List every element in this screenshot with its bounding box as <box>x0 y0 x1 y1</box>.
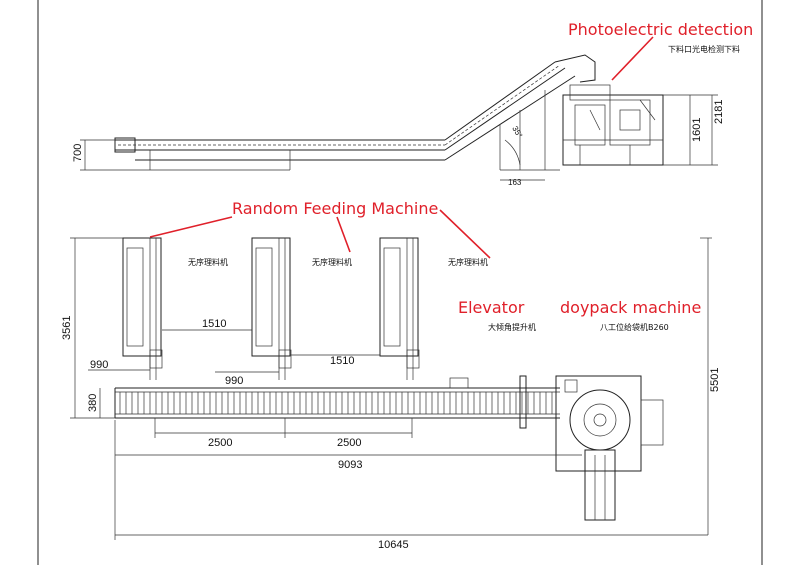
dim-incline-angle: 35° <box>510 125 524 140</box>
dim-3561: 3561 <box>61 316 73 340</box>
plan-conveyor <box>114 375 560 429</box>
annotation-lines <box>149 36 654 259</box>
inclined-elevator <box>444 54 596 171</box>
dim-9093: 9093 <box>338 459 362 471</box>
feeding-machine-1 <box>122 237 163 380</box>
feeder-cn-label-3: 无序理料机 <box>448 257 488 267</box>
feeding-machine-2 <box>251 237 292 380</box>
dim-700: 700 <box>72 144 84 162</box>
outlet-detect-cn-label: 下料口光电检测下料 <box>668 44 740 54</box>
photoelectric-leader <box>611 36 654 81</box>
horizontal-conveyor <box>114 137 445 171</box>
dim-10645: 10645 <box>378 539 409 551</box>
plan-dimensions <box>70 237 712 540</box>
feeder-cn-label-1: 无序理料机 <box>188 257 228 267</box>
feeding-machine-3 <box>379 237 420 380</box>
doypack-machine-elevation <box>562 84 664 166</box>
dim-1510-second: 1510 <box>330 355 354 367</box>
feeder-leader-1 <box>149 216 233 238</box>
doypack-label: doypack machine <box>560 298 701 317</box>
dim-990-first: 990 <box>90 359 108 371</box>
elevator-label: Elevator <box>458 298 525 317</box>
dim-1601: 1601 <box>691 118 703 142</box>
random-feeding-label: Random Feeding Machine <box>232 199 438 218</box>
photoelectric-label: Photoelectric detection <box>568 20 753 39</box>
lift-cn-label: 大倾角提升机 <box>488 322 536 332</box>
side-elevation-view <box>80 54 718 181</box>
plan-view <box>70 237 712 540</box>
doypack-machine-plan <box>555 375 664 521</box>
doypack-cn-label: 八工位给袋机B260 <box>600 322 669 332</box>
dim-5501: 5501 <box>709 368 721 392</box>
dim-1510-first: 1510 <box>202 318 226 330</box>
dim-990-second: 990 <box>225 375 243 387</box>
dim-163: 163 <box>508 178 522 187</box>
dim-2500-second: 2500 <box>337 437 361 449</box>
elevation-dimensions <box>80 94 718 181</box>
dim-2500-first: 2500 <box>208 437 232 449</box>
feeder-leader-2 <box>336 216 351 253</box>
feeder-cn-label-2: 无序理料机 <box>312 257 352 267</box>
dim-380: 380 <box>87 394 99 412</box>
dim-2181: 2181 <box>713 100 725 124</box>
feeder-leader-3 <box>439 209 491 259</box>
